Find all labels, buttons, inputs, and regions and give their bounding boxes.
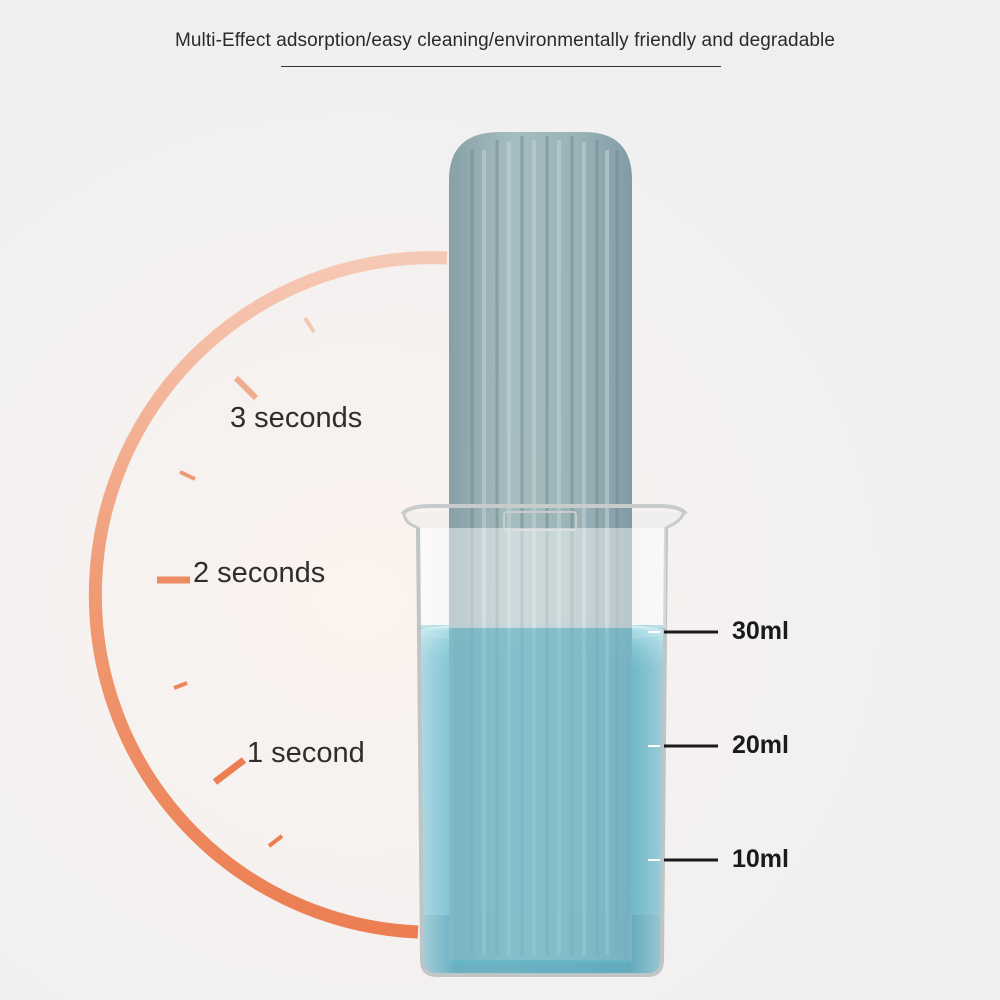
beaker-spout xyxy=(503,511,577,531)
volume-label-30ml: 30ml xyxy=(732,617,789,645)
dial-arc xyxy=(88,251,448,939)
dial-tick-major xyxy=(233,375,259,401)
beaker-graduations xyxy=(648,631,660,861)
beaker xyxy=(400,132,718,977)
volume-leader-lines xyxy=(664,630,718,862)
dial-tick xyxy=(267,834,284,848)
volume-label-10ml: 10ml xyxy=(732,845,789,873)
timer-label-1s: 1 second xyxy=(247,737,365,769)
dial-tick xyxy=(303,316,316,334)
timer-label-2s: 2 seconds xyxy=(193,557,326,589)
volume-label-20ml: 20ml xyxy=(732,731,789,759)
timer-label-3s: 3 seconds xyxy=(230,402,363,434)
dial-tick xyxy=(173,681,188,690)
headline-underline xyxy=(281,66,721,67)
dial-tick xyxy=(179,470,196,481)
dial-tick-major xyxy=(212,757,247,785)
headline: Multi-Effect adsorption/easy cleaning/en… xyxy=(174,30,836,51)
timer-dial xyxy=(88,251,448,939)
